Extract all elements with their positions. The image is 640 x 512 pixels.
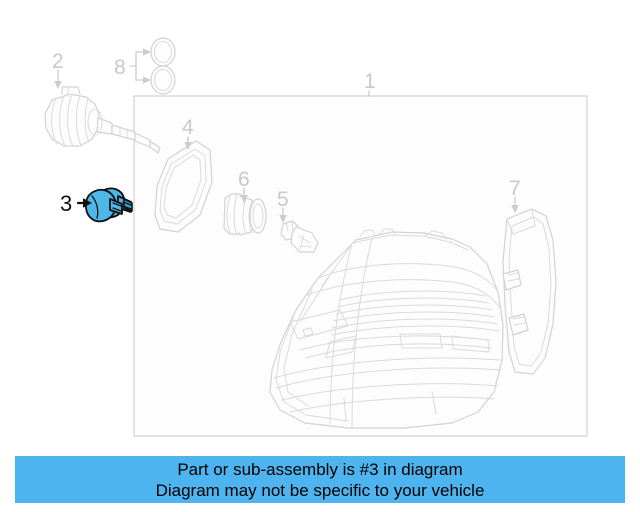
disclaimer-line-2: Diagram may not be specific to your vehi… (155, 480, 485, 500)
callout-label-2: 2 (52, 50, 64, 73)
callout-6 (240, 187, 248, 203)
part-4-lamp-gasket-seal (154, 140, 213, 233)
callout-7 (511, 196, 519, 213)
callout-label-5: 5 (277, 188, 289, 211)
callout-8 (129, 48, 151, 84)
disclaimer-banner: Part or sub-assembly is #3 in diagram Di… (15, 456, 625, 503)
callout-4 (184, 136, 192, 150)
callout-label-8: 8 (114, 56, 126, 79)
callout-label-3: 3 (60, 191, 72, 216)
part-6-bulb-socket (223, 193, 267, 236)
callout-label-4: 4 (182, 116, 194, 139)
part-8-grommet-pair (150, 37, 176, 95)
callout-5 (279, 207, 287, 223)
callout-label-6: 6 (238, 168, 250, 191)
part-5-wedge-bulb (280, 220, 319, 253)
callout-3 (76, 198, 92, 208)
part-2-bulb-socket-harness (44, 86, 161, 154)
part-3-mounting-screws (84, 187, 133, 223)
callout-2 (54, 69, 62, 89)
callout-label-7: 7 (509, 177, 521, 200)
part-7-lamp-lens-trim (502, 208, 557, 375)
disclaimer-line-1: Part or sub-assembly is #3 in diagram (177, 459, 463, 479)
callout-label-1: 1 (364, 70, 376, 93)
tail-lamp-assembly-body (269, 228, 504, 429)
